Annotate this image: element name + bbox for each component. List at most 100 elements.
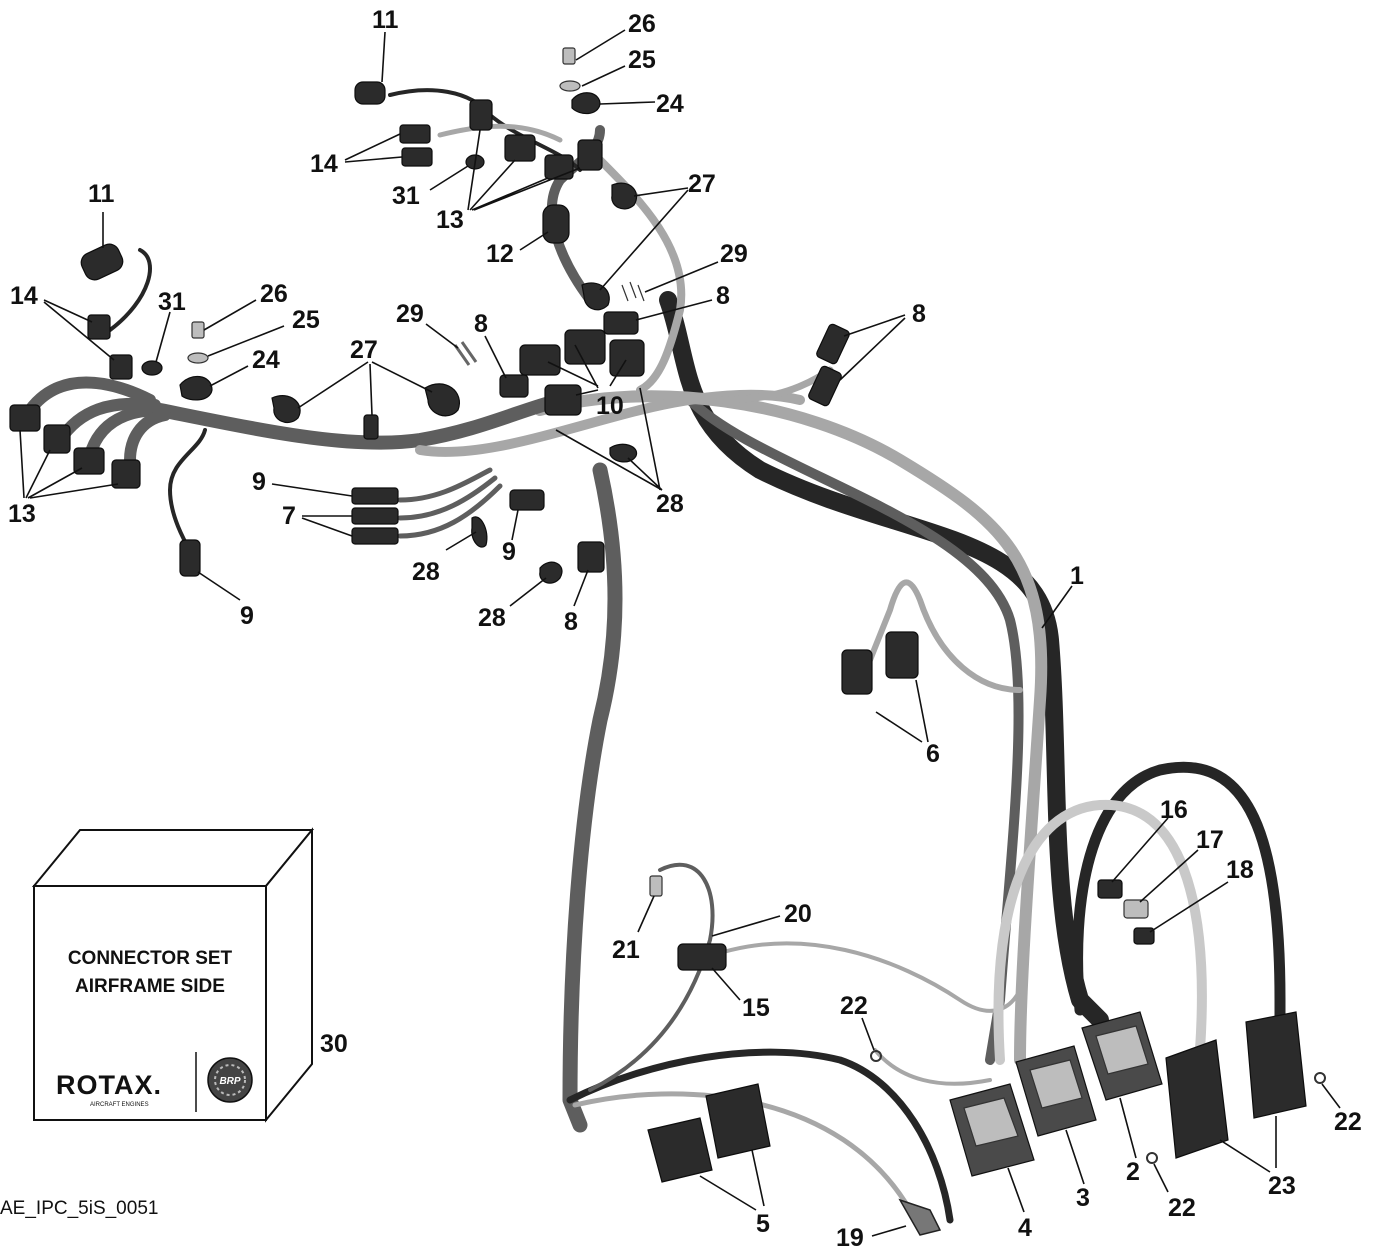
callout-6: 6	[926, 740, 940, 768]
relay-10-d	[609, 339, 645, 377]
connector-11-top	[354, 81, 386, 105]
callout-31-left: 31	[158, 288, 186, 316]
callout-15: 15	[742, 994, 770, 1022]
harness-left-main	[153, 393, 567, 450]
harness-wire-11-left	[108, 248, 152, 332]
connector-8-right-a	[816, 323, 850, 365]
leader-31-left	[155, 311, 171, 363]
ring-terminal-22-lower	[1146, 1152, 1158, 1164]
callout-12: 12	[486, 240, 514, 268]
leader-8-right	[839, 314, 906, 381]
connector-9-middle	[509, 489, 545, 511]
harness-stub-13-d	[124, 409, 171, 466]
harness-parts	[9, 47, 1326, 1236]
connector-8-center	[499, 374, 529, 398]
leader-8-top	[635, 299, 713, 321]
callout-27-mid: 27	[350, 336, 378, 364]
washer-25-left	[187, 352, 209, 364]
leader-29-top	[644, 261, 719, 293]
rotax-logo-text: ROTAX.	[56, 1070, 162, 1100]
callout-17: 17	[1196, 826, 1224, 854]
harness-branch-grey-1	[685, 395, 1024, 1065]
callout-14-left: 14	[10, 282, 38, 310]
clip-27-top-a	[611, 182, 638, 210]
callout-29-top: 29	[720, 240, 748, 268]
callout-2: 2	[1126, 1158, 1140, 1186]
callout-23: 23	[1268, 1172, 1296, 1200]
clip-28-a	[471, 516, 488, 548]
leader-21	[637, 895, 655, 933]
leader-5	[699, 1149, 765, 1211]
relay-10-a	[519, 344, 561, 376]
leader-17	[1139, 849, 1199, 903]
callout-22-mid: 22	[840, 992, 868, 1020]
harness-cables	[24, 88, 1286, 1224]
connector-4-face	[963, 1097, 1019, 1147]
connector-9-left	[179, 539, 201, 577]
leader-18	[1149, 881, 1229, 933]
connector-13-top-b	[504, 134, 536, 162]
callout-22-right: 22	[1334, 1108, 1362, 1136]
leader-15	[711, 967, 741, 1001]
callout-26-left: 26	[260, 280, 288, 308]
callout-13-left: 13	[8, 500, 36, 528]
relay-10-c	[544, 384, 582, 416]
leader-3	[1065, 1129, 1085, 1185]
screw-26-left	[191, 321, 205, 339]
callout-10: 10	[596, 392, 624, 420]
leader-24-top	[599, 101, 656, 105]
callout-28-lower: 28	[478, 604, 506, 632]
screw-26-top	[562, 47, 576, 65]
grommet-12	[542, 204, 570, 244]
callout-26-top: 26	[628, 10, 656, 38]
leader-31-top	[429, 165, 469, 191]
leader-1	[1041, 585, 1073, 629]
connector-set-box: CONNECTOR SET AIRFRAME SIDE ROTAX. AIRCR…	[31, 827, 348, 1123]
harness-wire-22-mid	[873, 1048, 992, 1086]
leader-25-left	[207, 325, 285, 357]
clip-27-mid-a	[271, 395, 301, 423]
callout-9-left: 9	[240, 602, 254, 630]
callout-8-top: 8	[716, 282, 730, 310]
leader-27-mid	[297, 361, 433, 416]
clip-27-top-b	[581, 282, 610, 311]
harness-stub-13-a	[24, 376, 156, 416]
callout-25-top: 25	[628, 46, 656, 74]
callout-28-left: 28	[412, 558, 440, 586]
figure-reference: AE_IPC_5iS_0051	[0, 1198, 158, 1219]
callout-9-group: 9	[252, 468, 266, 496]
connector-14-top-a	[399, 124, 431, 144]
leader-9-left	[197, 571, 241, 601]
connector-9-group	[351, 487, 399, 505]
leader-13-left	[19, 429, 119, 499]
harness-bottom-dark-cable	[566, 1048, 954, 1224]
clip-29-left	[453, 341, 478, 366]
connector-23-b	[1245, 1011, 1307, 1119]
connector-7-a	[351, 507, 399, 525]
grommet-31-left	[141, 360, 163, 376]
harness-left-down-cable	[562, 462, 623, 1133]
clip-28-b	[609, 443, 638, 463]
harness-wires-7	[397, 467, 503, 539]
connector-6-a	[841, 649, 873, 695]
connector-13-left-d	[111, 459, 141, 489]
clip-29-top	[621, 281, 645, 302]
leader-28-left	[445, 531, 477, 551]
callout-19: 19	[836, 1224, 864, 1251]
leader-8-lower	[573, 569, 589, 607]
callout-8-lower: 8	[564, 608, 578, 636]
callout-8-center: 8	[474, 310, 488, 338]
connector-11-left	[80, 243, 124, 281]
washer-25-top	[559, 80, 581, 92]
leader-14-top	[344, 133, 403, 163]
callout-1: 1	[1070, 562, 1084, 590]
connector-8-right-b	[808, 365, 842, 407]
leader-9-group	[271, 483, 353, 497]
connector-15	[677, 943, 727, 971]
callout-11-left: 11	[88, 180, 115, 208]
box-label-line1: CONNECTOR SET	[68, 948, 233, 969]
connector-17	[1123, 899, 1149, 919]
leader-11-top	[381, 31, 386, 83]
callout-7: 7	[282, 502, 296, 530]
connector-13-top-c	[544, 154, 574, 180]
